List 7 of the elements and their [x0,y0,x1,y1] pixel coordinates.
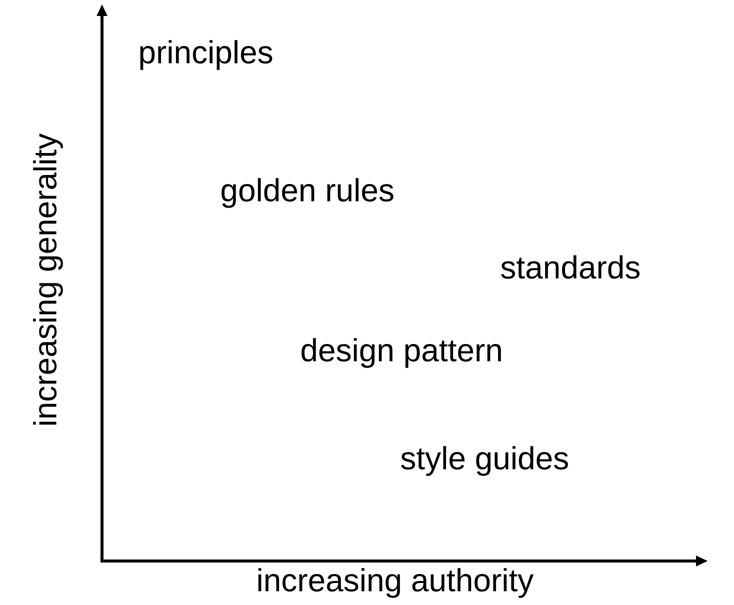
term-label: golden rules [222,178,394,208]
term-label: standards [501,255,640,279]
term-label: style guides [401,446,568,476]
term-label: principles [140,40,272,70]
axis-label: increasing authority [258,568,534,598]
axis-label: increasing generality [33,133,63,425]
term-label: design pattern [302,338,501,368]
